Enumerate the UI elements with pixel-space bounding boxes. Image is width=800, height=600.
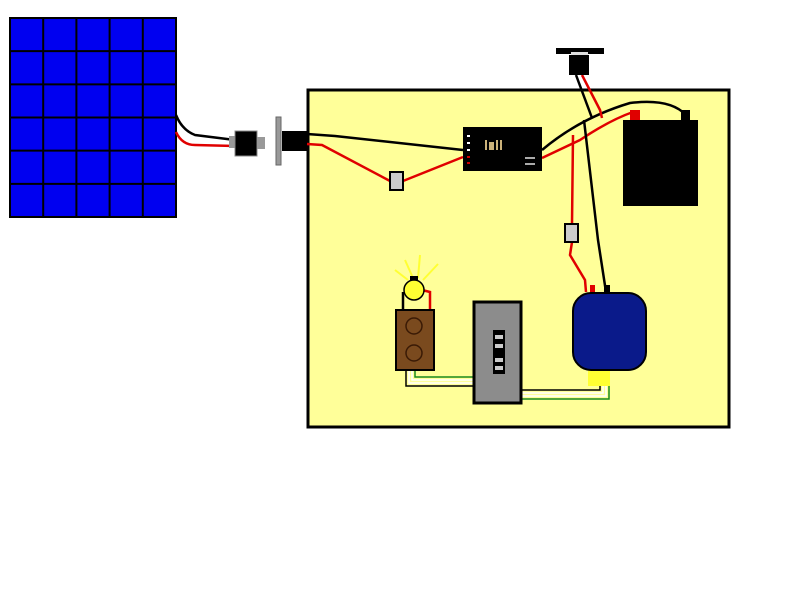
- controller-negative-in: [306, 132, 464, 152]
- inline-fuse-2: [564, 223, 579, 243]
- outlet: [395, 309, 435, 371]
- switch-positive: [580, 74, 604, 119]
- inline-fuse-1: [389, 171, 404, 191]
- switch-negative: [574, 74, 594, 119]
- socket-bottom: [405, 344, 423, 362]
- panel-positive-wire: [174, 131, 236, 148]
- charge-controller: [463, 127, 542, 171]
- pump-negative: [582, 119, 608, 293]
- socket-top: [405, 317, 423, 335]
- top-switch[interactable]: [556, 48, 604, 75]
- controller-display: [485, 140, 502, 150]
- inverter-box: [472, 300, 523, 405]
- solar-panel: [9, 17, 177, 218]
- light-rays: [394, 254, 439, 281]
- panel-wires: [174, 114, 236, 148]
- light-bulb: [394, 254, 439, 301]
- pump-positive: [568, 134, 588, 293]
- battery-negative: [541, 100, 687, 151]
- water-pump-tank: [572, 285, 647, 386]
- controller-positive-in: [306, 142, 464, 183]
- board-wires: [306, 74, 687, 310]
- bulkhead-connector: [275, 116, 307, 166]
- battery-positive: [541, 110, 634, 160]
- battery: [623, 110, 698, 206]
- panel-connector: [229, 130, 265, 157]
- panel-negative-wire: [174, 114, 236, 142]
